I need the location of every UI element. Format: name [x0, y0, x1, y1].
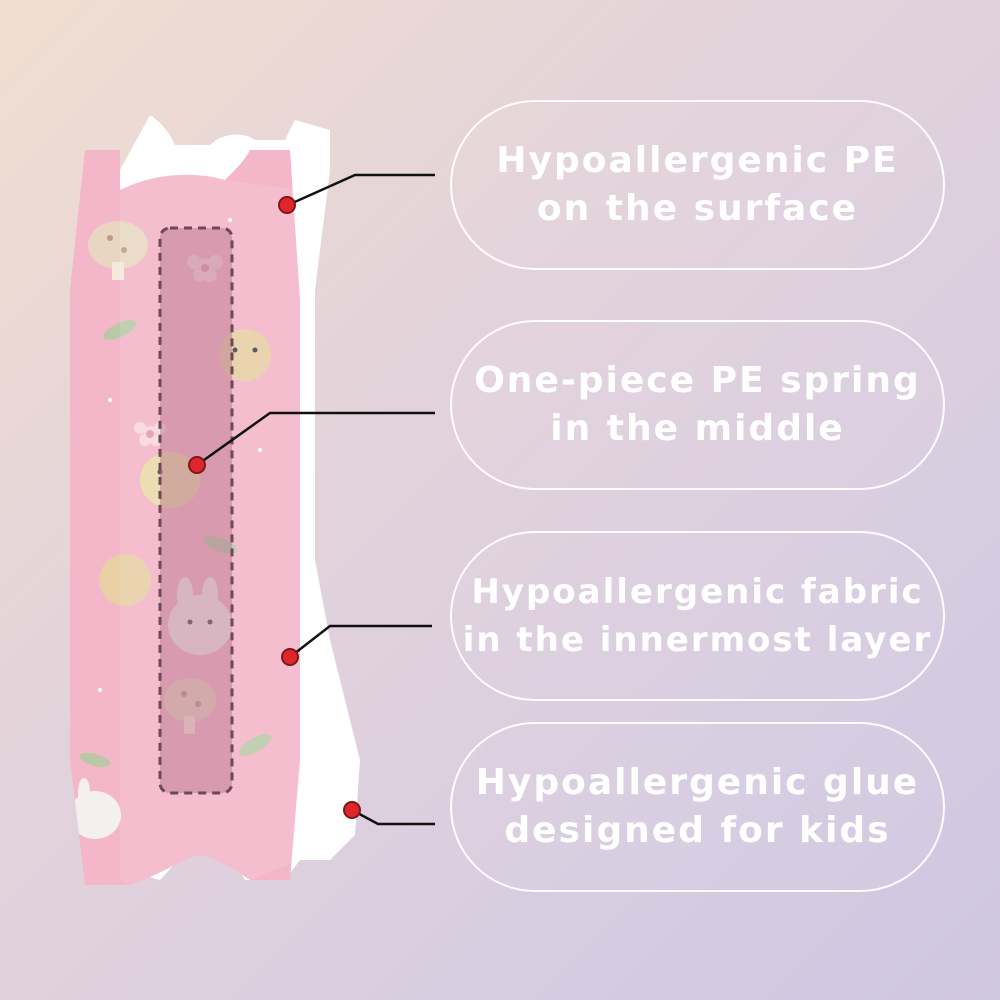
callout-line: Hypoallergenic PE	[496, 140, 899, 181]
spring-marker	[188, 456, 206, 474]
callout-line: designed for kids	[504, 810, 891, 851]
callout-line: in the middle	[550, 408, 845, 449]
callout-fabric: Hypoallergenic fabric in the innermost l…	[450, 531, 945, 701]
pe-spring	[158, 226, 234, 795]
callout-line: in the innermost layer	[462, 620, 933, 660]
fabric-marker	[281, 648, 299, 666]
flower-icon	[134, 422, 166, 446]
rabbit-icon	[168, 577, 232, 655]
callout-line: Hypoallergenic fabric	[471, 572, 924, 612]
callout-line: on the surface	[536, 188, 859, 229]
callout-spring: One-piece PE spring in the middle	[450, 320, 945, 490]
flower-icon	[187, 255, 223, 282]
surface-marker	[278, 196, 296, 214]
mushroom-icon	[164, 678, 216, 734]
callout-line: One-piece PE spring	[474, 360, 921, 401]
bear-icon	[99, 554, 151, 606]
rabbit-icon	[70, 778, 121, 839]
callout-glue: Hypoallergenic glue designed for kids	[450, 722, 945, 892]
leaf-icon	[79, 320, 271, 768]
leader-lines	[196, 173, 435, 826]
callout-line: Hypoallergenic glue	[475, 762, 920, 803]
callout-surface: Hypoallergenic PE on the surface	[450, 100, 945, 270]
mushroom-icon	[88, 221, 148, 280]
marker-dots	[188, 196, 361, 819]
glue-marker	[343, 801, 361, 819]
